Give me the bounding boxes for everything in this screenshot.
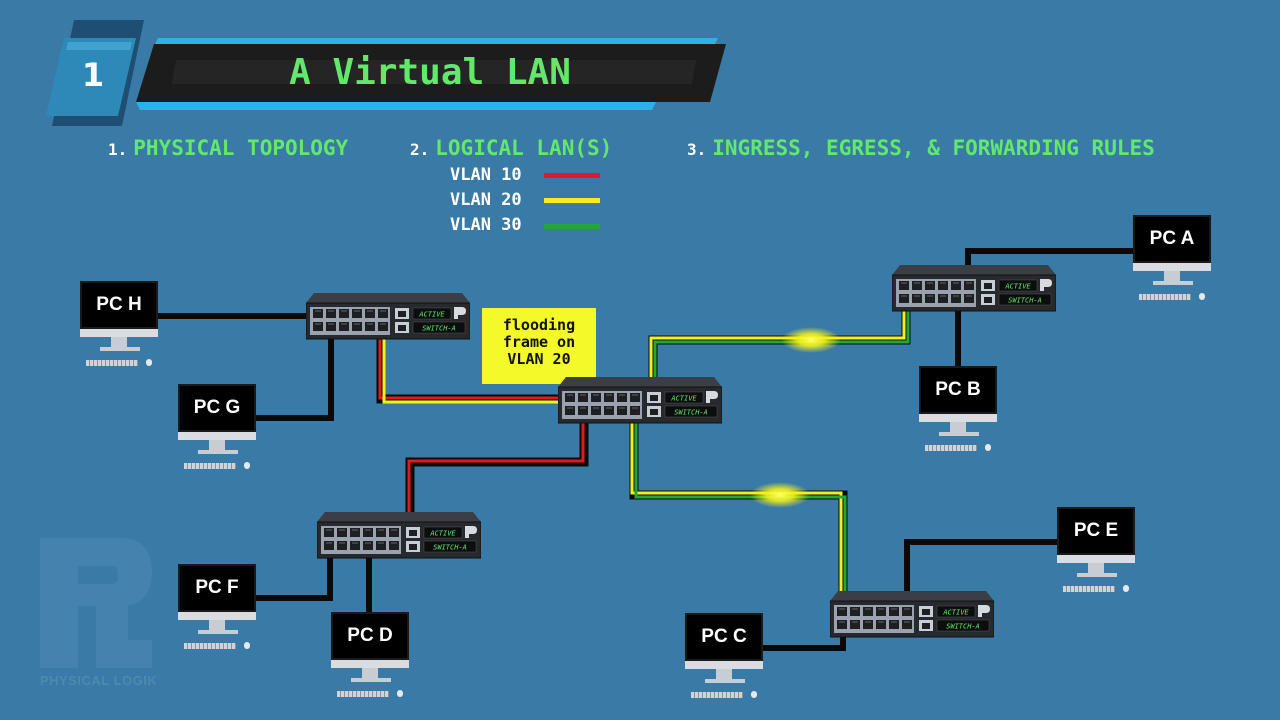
step-physical-topology: 1. PHYSICAL TOPOLOGY [108,134,348,162]
mouse-icon [985,444,991,451]
mouse-icon [146,359,152,366]
switch-top-left[interactable]: ACTIVE SWITCH-A [306,293,470,341]
pc-e[interactable]: PC E [1057,507,1135,596]
step-number: 2. [410,140,430,159]
switch-top-right[interactable]: ACTIVE SWITCH-A [892,265,1056,313]
cable-pc-f [253,545,333,601]
pc-d-label: PC D [331,612,409,660]
pc-h-label: PC H [80,281,158,329]
pc-g-label: PC G [178,384,256,432]
pc-d[interactable]: PC D [331,612,409,701]
switch-status-text: ACTIVE [1004,283,1031,291]
legend-vlan-20-swatch [544,198,600,203]
step-label: LOGICAL LAN(S) [435,136,613,160]
trunk-core-sw-f [405,412,589,533]
keyboard-icon [1063,586,1115,592]
switch-status-text: ACTIVE [942,609,969,617]
physical-logik-logo [40,538,152,668]
switch-name-text: SWITCH-A [422,325,456,333]
keyboard-icon [925,445,977,451]
switch-logo-icon [465,526,477,538]
mouse-icon [751,691,757,698]
switch-name-text: SWITCH-A [674,409,708,417]
trunk-core-sw-c [629,412,848,612]
watermark-text: PHYSICAL LOGIK [40,673,158,688]
keyboard-icon [184,463,236,469]
switch-name-text: SWITCH-A [1008,297,1042,305]
flood-frame-glow-1 [781,327,841,353]
switch-logo-icon [454,307,466,319]
mouse-icon [1199,293,1205,300]
switch-bottom-right[interactable]: ACTIVE SWITCH-A [830,591,994,639]
switch-status-text: ACTIVE [670,395,697,403]
callout-line-1: flooding [502,316,576,334]
legend-vlan-30-label: VLAN 30 [450,215,522,235]
title-number: 1 [81,56,105,94]
switch-core[interactable]: ACTIVE SWITCH-A [558,377,722,425]
keyboard-icon [86,360,138,366]
legend-vlan-10-label: VLAN 10 [450,165,522,185]
cable-pc-g [253,330,334,421]
callout-line-3: VLAN 20 [507,350,571,368]
mouse-icon [244,462,250,469]
mouse-icon [397,690,403,697]
flooding-callout: flooding frame on VLAN 20 [482,308,596,384]
step-number: 3. [687,140,707,159]
step-logical-lans: 2. LOGICAL LAN(S) [410,134,612,162]
cable-pc-e [904,539,1058,612]
legend-vlan-10-swatch [544,173,600,178]
pc-f-label: PC F [178,564,256,612]
host-cables [155,248,1135,651]
keyboard-icon [691,692,743,698]
switch-bottom-left[interactable]: ACTIVE SWITCH-A [317,512,481,560]
step-label: PHYSICAL TOPOLOGY [133,136,349,160]
legend-vlan-20-label: VLAN 20 [450,190,522,210]
pc-c-label: PC C [685,613,763,661]
switch-name-text: SWITCH-A [946,623,980,631]
switch-logo-icon [978,605,990,617]
pc-a-label: PC A [1133,215,1211,263]
mouse-icon [1123,585,1129,592]
switch-logo-icon [1040,279,1052,291]
keyboard-icon [1139,294,1191,300]
keyboard-icon [184,643,236,649]
switch-logo-icon [706,391,718,403]
keyboard-icon [337,691,389,697]
step-number: 1. [108,140,128,159]
switch-status-text: ACTIVE [429,530,456,538]
trunk-sw-h-core [376,330,570,404]
legend-vlan-30-swatch [544,224,600,229]
step-label: INGRESS, EGRESS, & FORWARDING RULES [712,136,1155,160]
title-number-badge [46,20,144,126]
title-banner [136,38,726,110]
pc-b-label: PC B [919,366,997,414]
flood-frame-glow-2 [750,482,810,508]
pc-a[interactable]: PC A [1133,215,1211,304]
pc-h[interactable]: PC H [80,281,158,370]
pc-c[interactable]: PC C [685,613,763,702]
pc-g[interactable]: PC G [178,384,256,473]
mouse-icon [244,642,250,649]
pc-f[interactable]: PC F [178,564,256,653]
pc-b[interactable]: PC B [919,366,997,455]
switch-status-text: ACTIVE [418,311,445,319]
pc-e-label: PC E [1057,507,1135,555]
switch-name-text: SWITCH-A [433,544,467,552]
step-forwarding-rules: 3. INGRESS, EGRESS, & FORWARDING RULES [687,134,1155,162]
callout-line-2: frame on [502,333,576,351]
page-title: A Virtual LAN [289,52,571,93]
